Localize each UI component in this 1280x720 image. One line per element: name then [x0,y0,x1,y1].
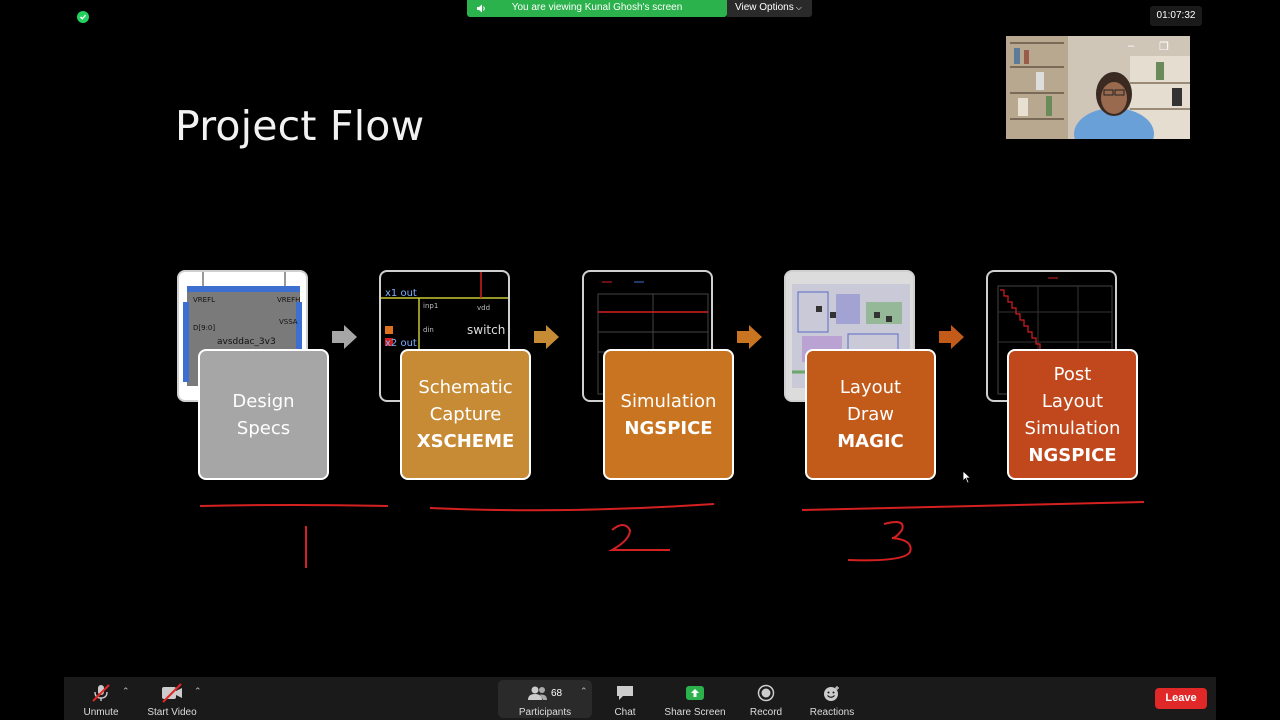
speaker-icon [477,4,485,13]
annotation-3 [847,521,912,562]
viewing-banner: You are viewing Kunal Ghosh's screen [467,0,727,17]
unmute-button[interactable]: Unmute [78,677,124,720]
svg-text:x1 out: x1 out [385,288,417,299]
step-label-line: Specs [236,417,291,439]
arrow-right-icon [332,325,357,349]
view-options-label: View Options [735,2,794,13]
step-label-line: Simulation [620,390,717,412]
record-icon [757,682,775,704]
chat-button[interactable]: Chat [610,677,640,720]
svg-text:VREFH: VREFH [277,296,300,304]
reactions-icon [822,682,842,704]
step-label-line: Schematic [418,377,513,398]
participants-label: Participants [518,707,572,718]
share-screen-icon [685,682,705,704]
meeting-toolbar: Unmute ⌃ Start Video ⌃ 68 Participants ⌃… [64,677,1216,720]
chevron-up-icon[interactable]: ⌃ [194,686,202,696]
arrow-right-icon [534,325,559,349]
share-screen-button[interactable]: Share Screen [662,677,728,720]
mic-muted-icon [90,682,112,704]
record-button[interactable]: Record [748,677,784,720]
meeting-timer: 01:07:32 [1150,6,1202,26]
step-tool-name: XSCHEME [416,431,515,452]
shared-screen: Project Flow VREFL VREFH D[9:0] VSSA avs… [64,36,1216,656]
svg-text:din: din [423,326,434,334]
participants-button[interactable]: 68 Participants [514,677,576,720]
reactions-button[interactable]: Reactions [807,677,857,720]
annotation-2 [608,524,670,551]
chevron-up-icon[interactable]: ⌃ [580,686,588,696]
participants-count: 68 [550,687,563,699]
share-screen-label: Share Screen [664,707,726,718]
reactions-label: Reactions [809,707,855,718]
pen-annotations [199,501,1145,568]
thumb-text: switch [467,323,505,337]
step-label-line: Post [1053,363,1092,385]
chat-label: Chat [614,707,636,718]
step-label-line: Draw [846,404,894,425]
arrow-right-icon [737,325,762,349]
svg-text:avsddac_3v3: avsddac_3v3 [217,337,276,347]
leave-button[interactable]: Leave [1155,688,1207,709]
step-schematic-capture: Schematic Capture XSCHEME [400,349,531,480]
step-label-line: Layout [1041,390,1104,412]
view-options-button[interactable]: View Options⌵ [727,0,812,17]
step-label-line: Simulation [1024,417,1121,439]
arrow-right-icon [939,325,964,349]
start-video-label: Start Video [147,707,197,718]
unmute-label: Unmute [83,707,119,718]
record-label: Record [749,707,783,718]
slide-title: Project Flow [175,102,425,150]
svg-text:VSSA: VSSA [279,318,298,326]
chevron-up-icon[interactable]: ⌃ [122,686,130,696]
chevron-down-icon: ⌵ [795,3,802,12]
step-tool-name: MAGIC [837,431,904,452]
participants-icon: 68 [527,682,563,704]
step-post-layout-simulation: Post Layout Simulation NGSPICE [1007,349,1138,480]
viewing-banner-text: You are viewing Kunal Ghosh's screen [511,2,683,13]
shield-icon[interactable] [77,11,89,23]
restore-icon[interactable]: ❐ [1159,41,1169,53]
svg-text:x2 out: x2 out [385,338,417,349]
svg-text:vdd: vdd [477,304,490,312]
cursor-icon [962,470,972,484]
step-layout-draw: Layout Draw MAGIC [805,349,936,480]
step-label-line: Layout [839,377,902,398]
step-design-specs: Design Specs [198,349,329,480]
step-tool-name: NGSPICE [1028,444,1117,466]
top-bar: You are viewing Kunal Ghosh's screen Vie… [0,0,1280,36]
step-label-line: Design [232,390,295,412]
svg-text:D[9:0]: D[9:0] [193,324,215,332]
step-tool-name: NGSPICE [624,417,713,439]
video-off-icon [160,682,184,704]
minimize-icon[interactable]: – [1127,40,1135,52]
start-video-button[interactable]: Start Video [144,677,200,720]
svg-text:inp1: inp1 [423,302,438,310]
step-label-line: Capture [429,404,502,425]
participant-video[interactable]: – ❐ ✕ [1006,36,1190,139]
step-simulation: Simulation NGSPICE [603,349,734,480]
svg-text:VREFL: VREFL [193,296,215,304]
chat-icon [615,682,635,704]
